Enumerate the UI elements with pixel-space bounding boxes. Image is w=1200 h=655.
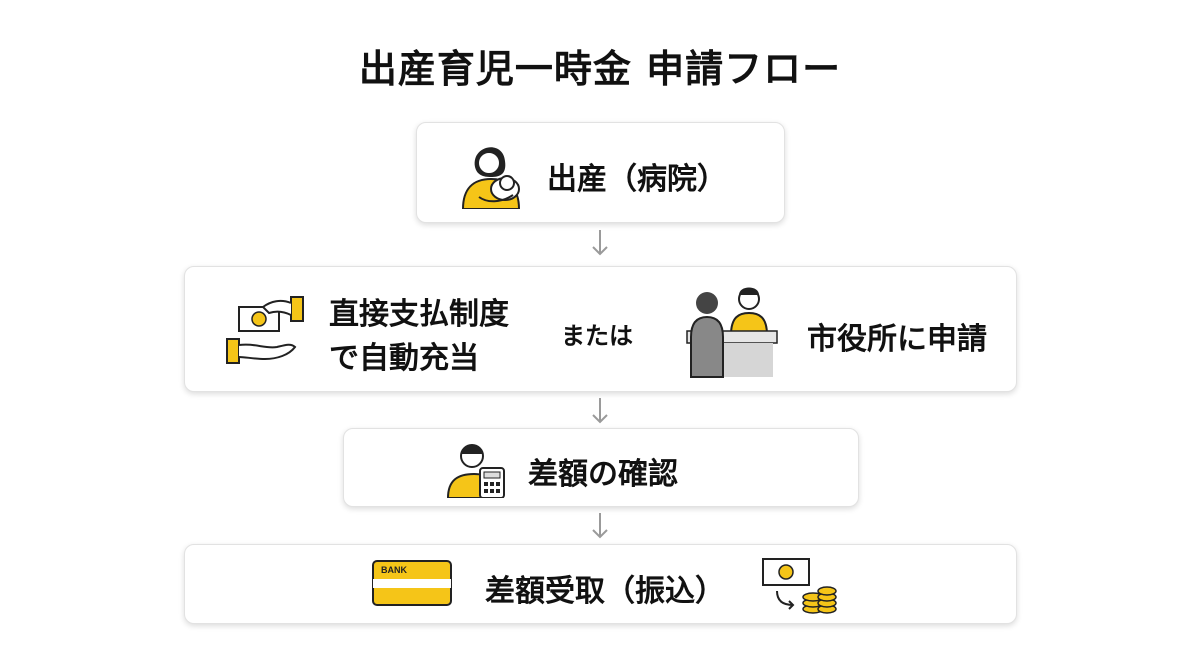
or-connector: または — [561, 322, 633, 350]
receive-transfer-label: 差額受取（振込） — [485, 574, 725, 609]
cash-hand-icon — [225, 293, 305, 373]
city-hall-apply-label: 市役所に申請 — [807, 322, 987, 357]
mother-baby-icon — [457, 137, 527, 213]
step-difference-check-box: 差額の確認 — [343, 428, 859, 507]
direct-payment-line1: 直接支払制度 — [329, 297, 509, 332]
city-hall-counter-icon — [679, 283, 779, 383]
step-birth-label: 出産（病院） — [547, 162, 727, 197]
money-coins-icon — [761, 557, 837, 619]
step-birth-box: 出産（病院） — [416, 122, 785, 223]
arrow-down-icon — [592, 398, 608, 424]
difference-check-label: 差額の確認 — [528, 457, 678, 492]
direct-payment-line2: で自動充当 — [329, 341, 479, 376]
arrow-down-icon — [592, 230, 608, 256]
page-title: 出産育児一時金 申請フロー — [358, 47, 842, 91]
person-calculator-icon — [446, 436, 508, 502]
arrow-down-icon — [592, 513, 608, 539]
step-receive-transfer-box: BANK 差額受取（振込） — [184, 544, 1017, 624]
bank-card-text: BANK — [381, 565, 407, 575]
step-payment-box: 直接支払制度 で自動充当 または 市役所に申請 — [184, 266, 1017, 392]
bank-card-icon: BANK — [371, 559, 453, 611]
